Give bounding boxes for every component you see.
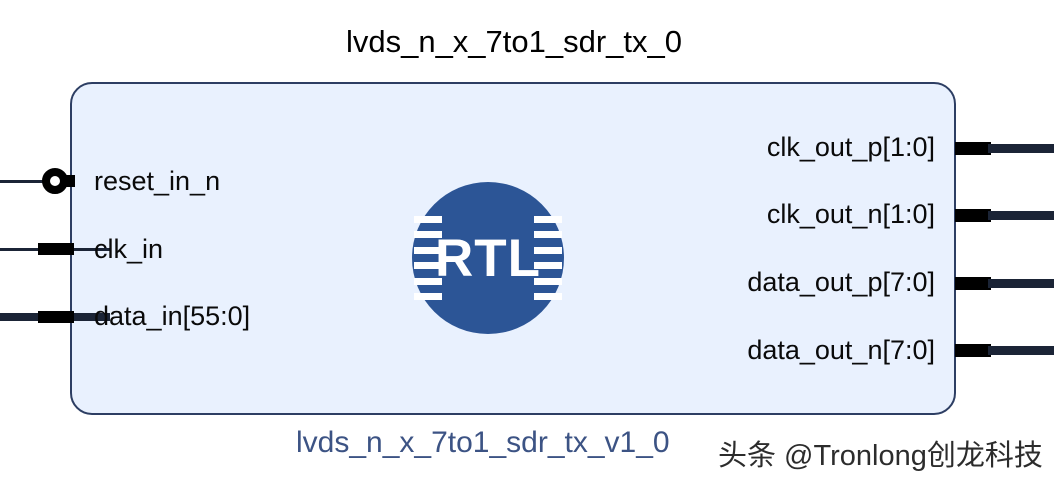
- port-label-clk-in: clk_in: [94, 234, 164, 264]
- rtl-logo-icon: RTL: [412, 182, 564, 334]
- pin-stub-reset-in-n: [63, 175, 75, 187]
- port-label-reset-in-n: reset_in_n: [94, 166, 221, 196]
- pin-stub-clk-in: [38, 243, 74, 255]
- rtl-logo-pins-right: [534, 216, 562, 300]
- port-label-clk-out-n: clk_out_n[1:0]: [766, 199, 935, 229]
- rtl-logo-text: RTL: [434, 228, 542, 288]
- pin-wire-clk-out-p: [988, 144, 1054, 153]
- pin-stub-data-in: [38, 311, 74, 323]
- pin-wire-data-out-n: [988, 346, 1054, 355]
- pin-stub-clk-out-p: [955, 142, 991, 155]
- pin-wire-reset-in-n: [0, 180, 46, 183]
- pin-stub-data-out-n: [955, 344, 991, 357]
- port-label-data-out-p: data_out_p[7:0]: [747, 267, 935, 297]
- port-label-data-out-n: data_out_n[7:0]: [747, 335, 935, 365]
- port-label-data-in: data_in[55:0]: [94, 301, 251, 331]
- port-label-clk-out-p: clk_out_p[1:0]: [766, 132, 935, 162]
- block-title-text: lvds_n_x_7to1_sdr_tx_0: [345, 24, 683, 59]
- page-title: lvds_n_x_7to1_sdr_tx_0: [0, 24, 1054, 60]
- pin-wire-data-out-p: [988, 279, 1054, 288]
- rtl-logo-pins-left: [414, 216, 442, 300]
- pin-wire-clk-out-n: [988, 211, 1054, 220]
- watermark: 头条 @Tronlong创龙科技: [718, 440, 1043, 472]
- pin-stub-clk-out-n: [955, 209, 991, 222]
- block-caption: lvds_n_x_7to1_sdr_tx_v1_0: [296, 426, 670, 459]
- rtl-logo-disc: [412, 182, 564, 334]
- pin-stub-data-out-p: [955, 277, 991, 290]
